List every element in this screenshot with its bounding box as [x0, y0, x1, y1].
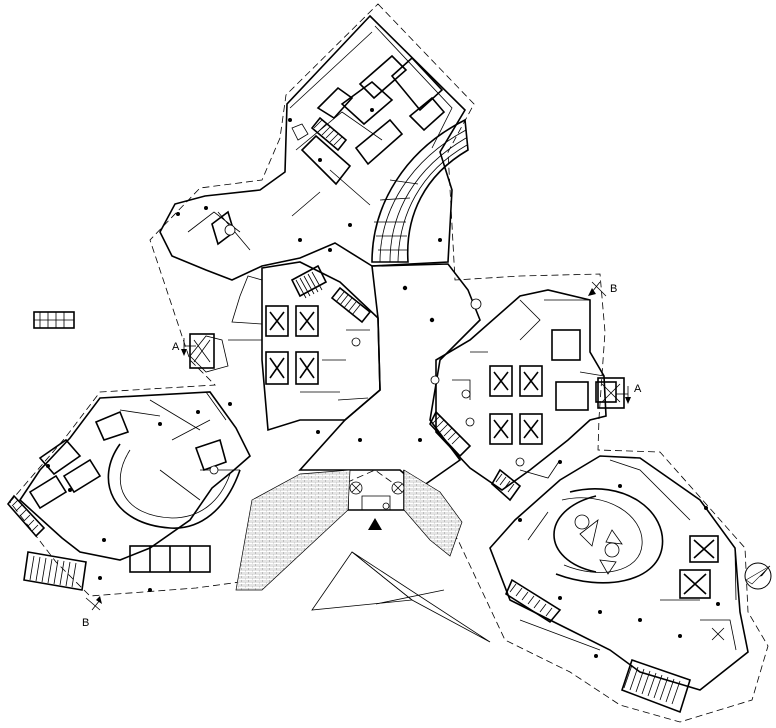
structural-columns [209, 224, 525, 510]
site-boundary-dashed [9, 3, 769, 723]
north-arrow-icon [744, 562, 772, 590]
west-gallery-bays [129, 545, 211, 573]
west-entry-pavilion [189, 333, 215, 369]
entrance-canopy [311, 551, 491, 643]
atrium-edge [298, 263, 481, 490]
north-wing-rooms [211, 54, 446, 246]
core-inner-lines [228, 275, 370, 401]
grand-stair-curved [371, 118, 469, 263]
section-marker-b-top: B [588, 281, 617, 297]
detached-kiosk [33, 311, 75, 329]
north-stair [310, 116, 348, 152]
southeast-wing-wall [489, 455, 749, 691]
west-stair [6, 494, 46, 538]
elevator-core [265, 305, 319, 385]
section-label-a-right: A [634, 383, 642, 395]
paved-terrace-east [403, 469, 463, 557]
southeast-elevators [679, 535, 719, 599]
entrance-triangle-icon [368, 518, 382, 530]
east-wing-wall [435, 289, 607, 491]
southeast-stair [504, 578, 562, 624]
column-dots [46, 108, 720, 658]
southeast-inner-lines [519, 459, 737, 651]
paved-terrace-west [235, 469, 351, 591]
east-entry-pavilion [597, 377, 625, 409]
section-marker-a-left: A [172, 338, 196, 356]
entrance-vestibule [347, 470, 405, 511]
west-rooms [28, 410, 227, 510]
section-marker-b-bottom: B [82, 596, 102, 629]
core-stair [290, 264, 372, 324]
section-label-a-left: A [172, 341, 180, 353]
north-wing-wall [159, 14, 467, 281]
west-inner-lines [119, 335, 240, 501]
east-stair [429, 410, 522, 502]
southeast-exterior-stair [620, 658, 691, 714]
west-exterior-stair [23, 551, 87, 591]
section-marker-a-right: A [616, 383, 642, 404]
east-inner-lines [452, 299, 605, 479]
section-label-b-top: B [610, 283, 617, 295]
east-core [489, 329, 617, 445]
southeast-rotunda [553, 487, 664, 584]
west-rotunda [107, 443, 241, 529]
section-label-b-bottom: B [82, 617, 89, 629]
